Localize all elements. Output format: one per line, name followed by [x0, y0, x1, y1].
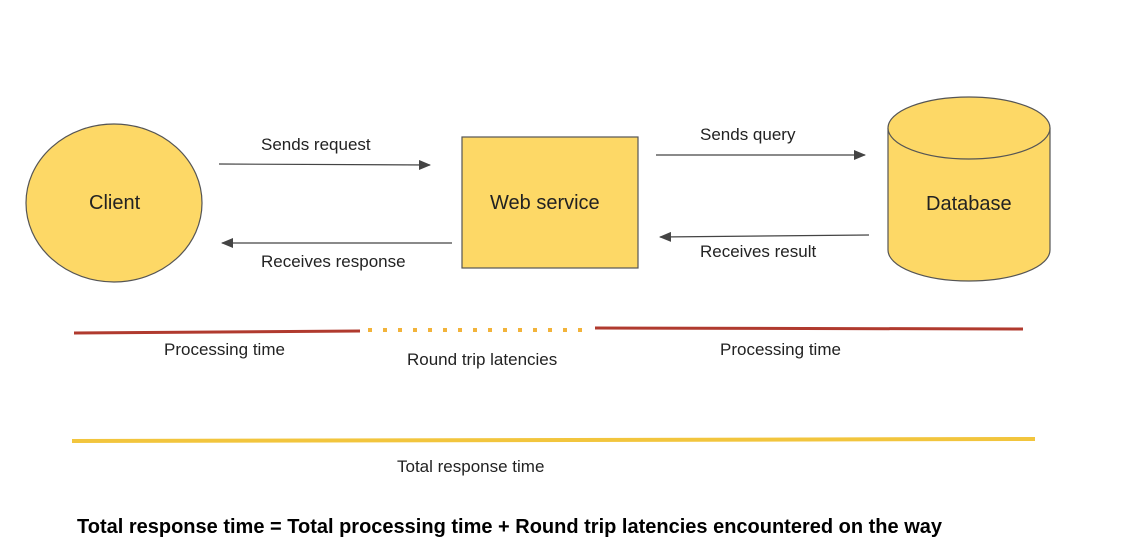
- formula-caption: Total response time = Total processing t…: [77, 516, 942, 538]
- sends-request-arrow: [218, 159, 431, 170]
- processing-time-label-left: Processing time: [164, 340, 285, 359]
- receives-response-label: Receives response: [261, 252, 406, 271]
- receives-result-arrow: [659, 231, 870, 242]
- processing-time-line-right: [594, 326, 1024, 331]
- client-label: Client: [89, 192, 141, 214]
- sends-query-label: Sends query: [700, 125, 796, 144]
- database-node: [887, 96, 1051, 282]
- total-response-line: [71, 437, 1036, 443]
- web-service-node: [461, 136, 639, 269]
- processing-time-line-left: [73, 329, 361, 335]
- web-service-label: Web service: [490, 192, 600, 214]
- processing-time-label-right: Processing time: [720, 340, 841, 359]
- client-node: [25, 123, 203, 283]
- total-response-time-label: Total response time: [397, 457, 545, 476]
- receives-result-label: Receives result: [700, 242, 817, 261]
- round-trip-latencies-label: Round trip latencies: [407, 350, 558, 369]
- database-label: Database: [926, 193, 1012, 215]
- sends-request-label: Sends request: [261, 135, 371, 154]
